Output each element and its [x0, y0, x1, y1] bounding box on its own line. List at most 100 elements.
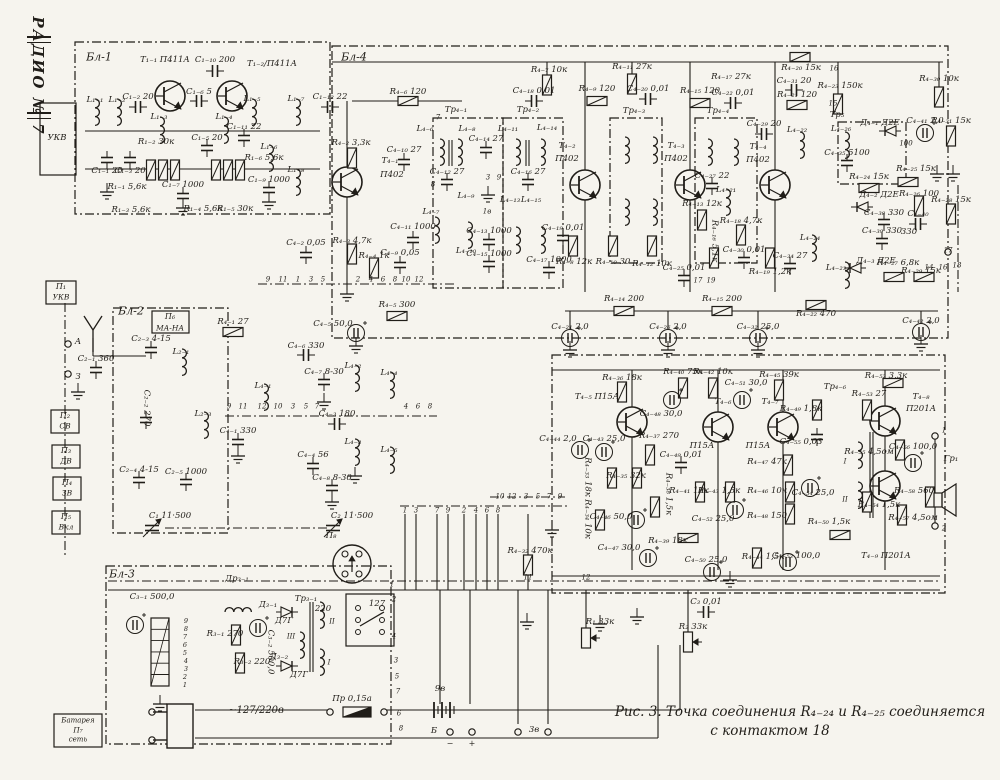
component-label: С₄₋₂₀ 0,01 — [626, 83, 670, 94]
component-label: R₄₋₄₂ 10к — [693, 366, 733, 377]
component-label: С₄₋₃₈ 330 — [863, 207, 905, 218]
masthead-rule-bottom — [27, 112, 51, 119]
component-label: 12 — [581, 573, 591, 582]
component-label: R₄₋₂₇ 6,8к — [876, 257, 920, 268]
masthead-rule-top — [27, 36, 51, 43]
component-label: С₄₋₃₁ 20 — [776, 75, 812, 86]
component-label: ~127/220в — [228, 705, 284, 716]
component-label: СВ — [59, 421, 71, 431]
component-label: 5 — [535, 492, 541, 501]
component-label: Бл-4 — [341, 50, 367, 64]
component-label: П402 — [746, 154, 770, 165]
component-label: L₄₋₄ — [380, 367, 398, 378]
component-label: С₄₋₆ 330 — [287, 340, 325, 351]
component-label: С₄₋₂₆ 2,0 — [649, 321, 687, 332]
component-label: С₄₋₄₇ 30,0 — [597, 542, 641, 553]
component-label: 4 — [368, 275, 374, 284]
component-label: С₄₋₇ 8-30 — [304, 366, 344, 377]
component-label: С₄₋₂₂ 0,01 — [711, 87, 755, 98]
component-label: 10 — [273, 402, 283, 411]
component-label: Тр₅ — [829, 109, 845, 120]
component-label: Бл-1 — [86, 50, 112, 64]
component-label: С₁₋₁₁ 22 — [226, 121, 262, 132]
component-label: R₄₋₃₉ 18к — [648, 535, 688, 546]
component-label: 1 — [295, 275, 301, 284]
component-label: R₄₋₁₈ 4,7к — [719, 215, 763, 226]
component-label: С₄₋₄ 56 — [297, 449, 329, 460]
component-label: 8 — [495, 506, 501, 515]
component-label: Т₄₋₅ П15А — [574, 391, 620, 402]
component-label: П201А — [905, 403, 937, 414]
component-label: R₄₋₄₉ 1,8к — [779, 403, 823, 414]
component-label: R₁₋₄ 5,6к — [183, 203, 223, 214]
component-label: С₄₋₂₇ 22 — [694, 170, 730, 181]
component-label: С₄₋₃₀ 0,01 — [722, 244, 766, 255]
component-label: С₄₋₁₅ 1000 — [466, 248, 512, 259]
component-label: R₁₋₁ 5,6к — [107, 181, 147, 192]
component-label: R₄₋₂₃ 150к — [817, 80, 863, 91]
component-label: С₄₋₁₉ 0,01 — [541, 222, 585, 233]
component-label: 8 — [398, 724, 404, 733]
component-label: С₄₋₂₉ 20 — [746, 118, 782, 129]
component-label: R₄₋₅₀ 1,5к — [807, 516, 851, 527]
component-label: 9 — [183, 616, 189, 625]
component-label: 5 — [394, 672, 400, 681]
component-label: П₈ — [325, 530, 337, 541]
component-label: С₄₋₄₄ 2,0 — [539, 433, 577, 444]
component-label: 9 — [557, 492, 563, 501]
component-label: 12 — [414, 275, 424, 284]
component-label: 11 — [523, 573, 533, 582]
component-label: R₄₋₁₂ 10к — [632, 258, 672, 269]
component-label: Пр 0,15а — [332, 693, 372, 704]
component-label: С₄₋₅₀ 25,0 — [684, 554, 728, 565]
component-label: R₄₋₆ 120 — [389, 86, 427, 97]
component-label: Т₄₋₃ — [667, 140, 685, 151]
component-label: 9 — [226, 402, 232, 411]
component-label: R₄₋₅₃ 27 — [851, 388, 887, 399]
component-label: С₄₋₅₂ 25,0 — [691, 513, 735, 524]
component-label: 3 — [183, 664, 189, 673]
component-label: С₄₋₁₁ 1000 — [390, 221, 436, 232]
component-label: 3 — [485, 173, 491, 182]
component-label: L₄₋₂₂ — [786, 124, 808, 135]
component-label: R₄₋₃₁ 15к — [931, 115, 971, 126]
component-label: L₄₋₁₀ — [455, 245, 477, 256]
component-label: R₄₋₂₈ 15к — [931, 194, 971, 205]
component-label: R₁₋₅ 30к — [216, 203, 254, 214]
component-label: L₁₋₁ — [86, 94, 104, 105]
component-label: С₄₋₅₄ 25,0 — [791, 487, 835, 498]
component-label: Т₄₋₂ — [558, 140, 576, 151]
component-label: С₂₋₂ 270 — [141, 389, 152, 427]
component-label: С₄₋₄₉ 0,01 — [659, 449, 703, 460]
component-label: 3 — [290, 402, 296, 411]
component-label: L₁₋₇ — [287, 93, 305, 104]
component-label: R₄₋₄₁ 10к — [669, 485, 709, 496]
component-label: R₄₋₈ 12к — [555, 256, 593, 267]
component-label: R₄₋₄₈ 150 — [746, 510, 788, 521]
component-label: С₄₋₅₃ 100,0 — [771, 550, 821, 561]
component-label: R₄₋₅₅ 4,5ом — [844, 446, 894, 457]
component-label: L₄₋₉ — [457, 190, 475, 201]
component-label: С₁₋₅ 20 — [191, 132, 223, 143]
component-label: 330 — [900, 226, 918, 237]
component-label: 17 — [693, 276, 703, 285]
component-label: ДВ — [60, 456, 72, 466]
component-label: С₄₋₂ 0,05 — [286, 237, 326, 248]
component-label: П402 — [664, 153, 688, 164]
component-label: С₁ 11·500 — [148, 510, 192, 521]
component-label: L₄₋₂₁ — [715, 184, 737, 195]
component-label: 10 — [495, 492, 505, 501]
component-label: П15А — [745, 440, 771, 451]
component-label: Б — [430, 725, 438, 736]
component-label: L₁₋₅ — [243, 93, 261, 104]
component-label: С₄₋₁ 330 — [219, 425, 257, 436]
component-label: С₂ 11·500 — [330, 510, 374, 521]
component-label: R₄₋₂₂ 470 — [795, 308, 837, 319]
component-label: 7 — [182, 632, 188, 641]
component-label: Гр₁ — [943, 453, 959, 464]
component-label: III — [286, 632, 296, 641]
component-label: Тр₃₋₁ — [294, 593, 318, 604]
component-label: С₄₋₁₈ 0,01 — [512, 85, 556, 96]
component-label: 6 — [396, 709, 402, 718]
component-label: L₄₋₆ — [416, 123, 434, 134]
